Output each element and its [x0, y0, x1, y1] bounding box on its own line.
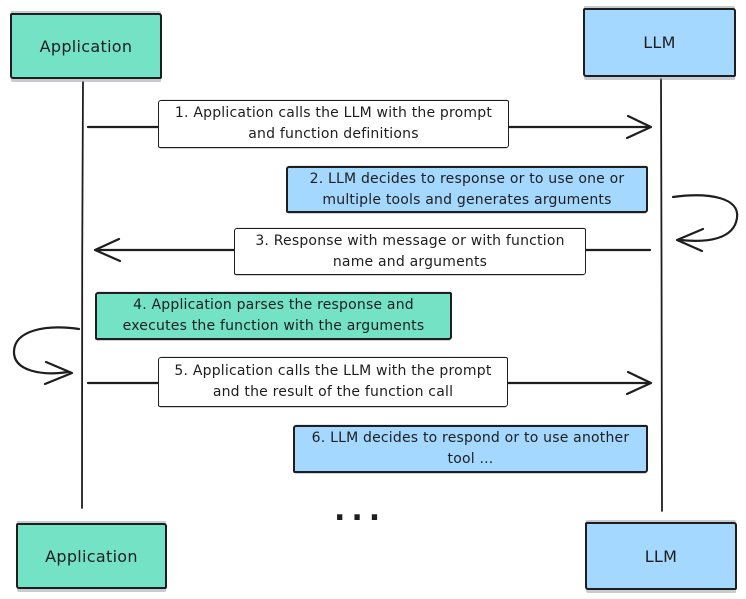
- actor-llm-bottom: LLM: [585, 522, 737, 590]
- message-6-llm-decides-again: 6. LLM decides to respond or to use anot…: [293, 425, 648, 473]
- actor-llm-top-label: LLM: [643, 33, 676, 52]
- message-4-parse-execute: 4. Application parses the response and e…: [95, 292, 452, 340]
- actor-llm-top: LLM: [583, 8, 736, 77]
- lifeline-application: [81, 81, 84, 509]
- actor-application-bottom-label: Application: [45, 546, 138, 566]
- self-loop-application-arrow: [12, 326, 81, 386]
- continuation-ellipsis: ...: [334, 493, 387, 528]
- actor-application-top-label: Application: [39, 36, 133, 56]
- self-loop-llm-arrow: [671, 194, 739, 253]
- actor-application-top: Application: [10, 13, 162, 79]
- message-1-call-llm: 1. Application calls the LLM with the pr…: [158, 100, 509, 148]
- message-2-llm-decides: 2. LLM decides to response or to use one…: [286, 166, 648, 213]
- message-5-call-llm-result: 5. Application calls the LLM with the pr…: [158, 357, 508, 407]
- lifeline-llm: [660, 78, 663, 512]
- actor-llm-bottom-label: LLM: [644, 546, 678, 566]
- message-3-response: 3. Response with message or with functio…: [234, 228, 586, 275]
- actor-application-bottom: Application: [16, 523, 167, 589]
